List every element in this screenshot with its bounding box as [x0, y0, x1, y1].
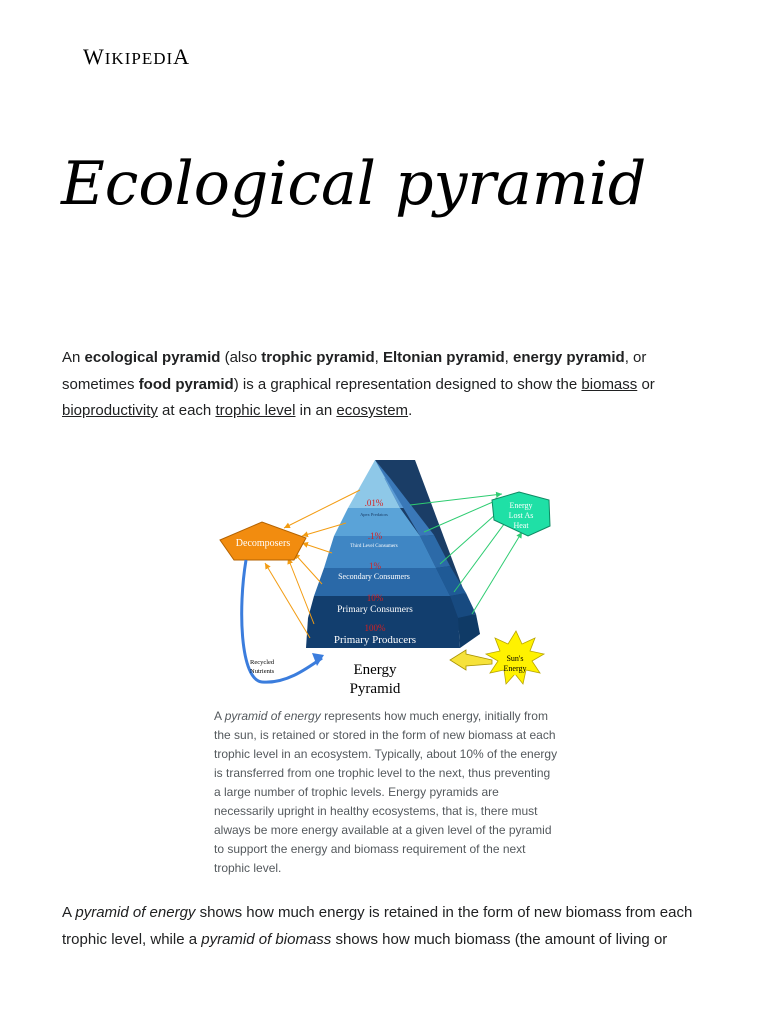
link-biomass[interactable]: biomass: [581, 375, 638, 393]
level-5-label: Primary Producers: [334, 634, 416, 646]
heat-label-2: Lost As: [509, 511, 534, 520]
level-4-label: Primary Consumers: [337, 605, 413, 615]
sun-icon: [484, 630, 546, 685]
link-trophic-level[interactable]: trophic level: [215, 402, 296, 419]
body-paragraph: A pyramid of energy shows how much energ…: [62, 904, 693, 948]
link-bioproductivity[interactable]: bioproductivity: [62, 402, 158, 419]
wikipedia-logo[interactable]: WIKIPEDIA: [83, 44, 191, 69]
lead-paragraph: An ecological pyramid (also trophic pyra…: [62, 349, 655, 419]
decomposer-arrows: [264, 489, 361, 639]
level-5-pct: 100%: [365, 623, 387, 633]
figure-caption: A pyramid of energy represents how much …: [214, 709, 558, 875]
pyramid-level-2: [334, 508, 420, 536]
pyramid-level-1: [348, 460, 400, 508]
level-2-pct: .1%: [368, 531, 383, 541]
recycled-label-2: Nutrients: [250, 668, 275, 675]
level-2-label: Third Level Consumers: [350, 544, 398, 549]
recycled-label-1: Recycled: [250, 659, 275, 666]
level-3-label: Secondary Consumers: [338, 572, 410, 581]
level-1-pct: .01%: [365, 498, 384, 508]
figure-title-1: Energy: [353, 662, 397, 678]
level-1-label: Apex Predators: [360, 512, 388, 517]
sun-label-2: Energy: [504, 664, 527, 673]
level-3-pct: 1%: [369, 561, 382, 571]
recycled-nutrients-arrow: [240, 559, 323, 684]
link-ecosystem[interactable]: ecosystem: [336, 402, 409, 419]
level-4-pct: 10%: [367, 593, 384, 603]
heat-label-1: Energy: [510, 501, 533, 510]
heat-arrows: [409, 491, 523, 615]
energy-pyramid-figure[interactable]: .01% Apex Predators .1% Third Level Cons…: [210, 448, 570, 703]
decomposers-label: Decomposers: [236, 538, 291, 549]
figure-title-2: Pyramid: [350, 681, 401, 697]
pyramid-level-4: [314, 568, 450, 596]
sun-label-1: Sun's: [506, 654, 523, 663]
sun-energy-arrow: [449, 649, 493, 671]
decomposers-shape: [219, 521, 307, 561]
pyramid-level-3: [324, 536, 436, 568]
heat-shape: [491, 491, 551, 537]
pyramid-level-5: [306, 596, 460, 648]
heat-label-3: Heat: [513, 521, 529, 530]
page-title: Ecological pyramid: [61, 149, 647, 219]
